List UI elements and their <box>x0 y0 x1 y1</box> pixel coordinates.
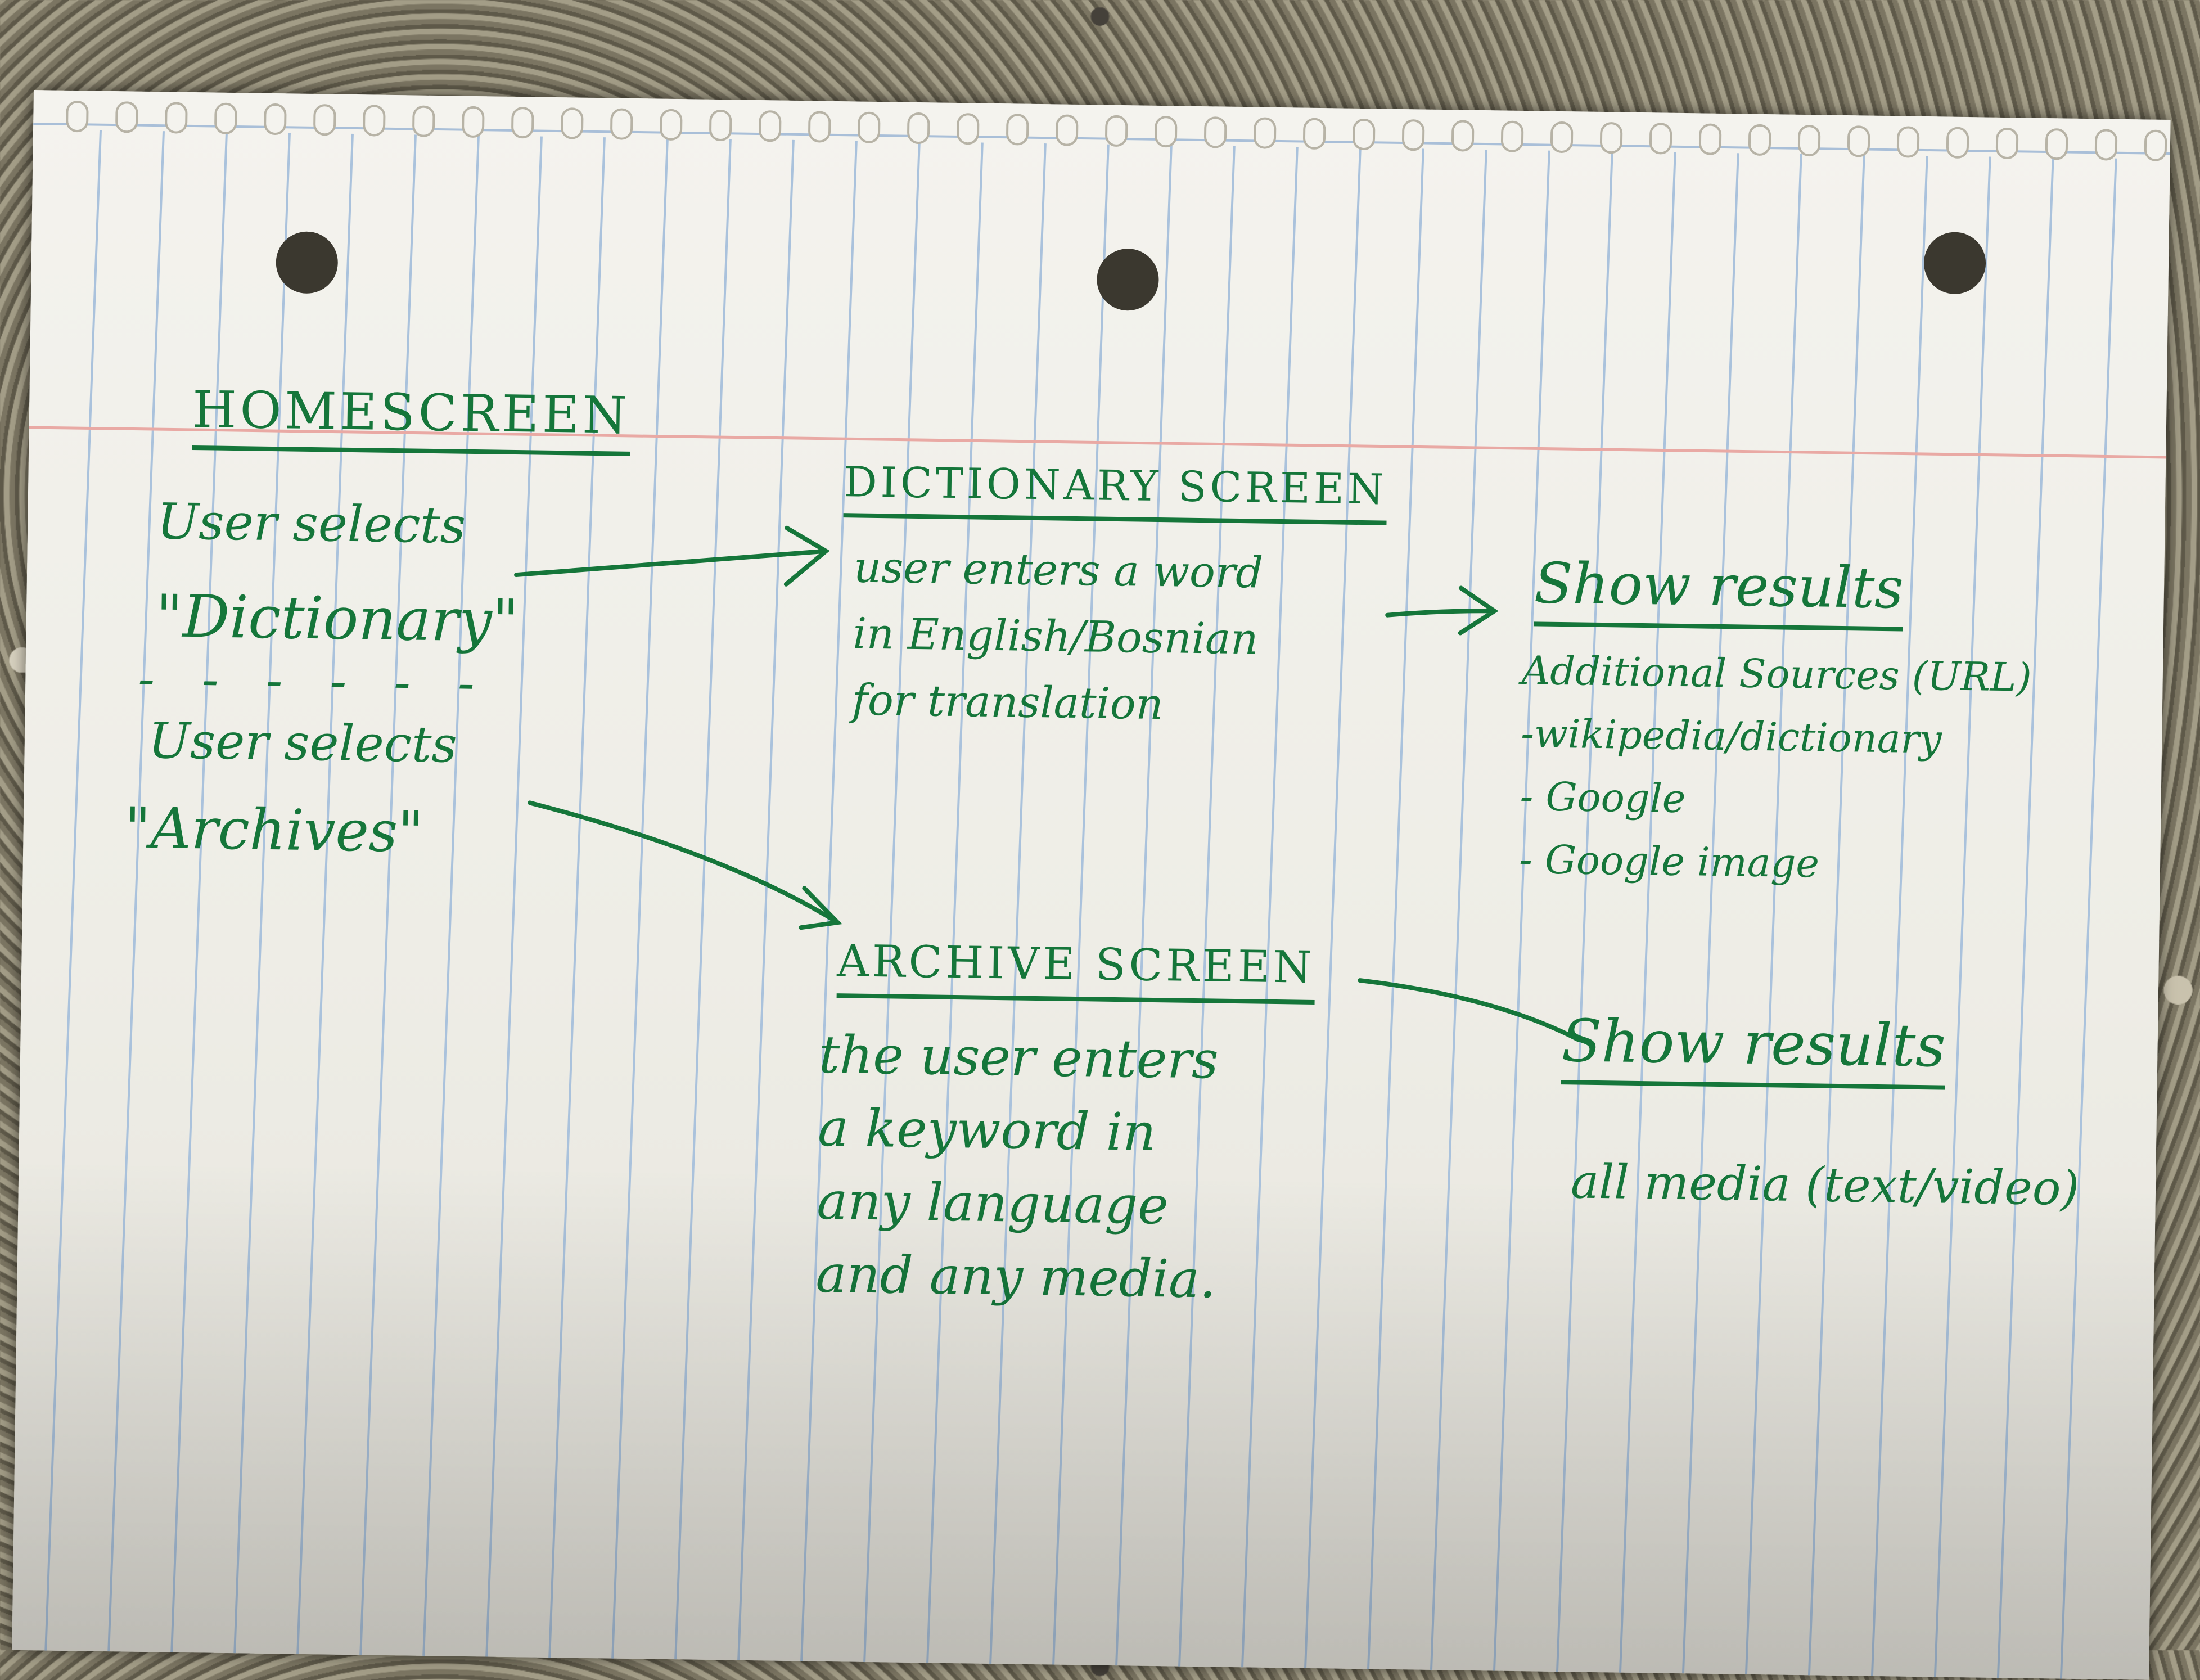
arrow-archive-to-results <box>1358 978 1581 1042</box>
flow-arrows <box>514 525 1581 1042</box>
dictionary-screen-title: DICTIONARY SCREEN <box>843 458 1387 525</box>
paper-rules <box>29 101 2170 1679</box>
archive-screen-text-line: and any media. <box>815 1244 1217 1310</box>
option-archives-line2: "Archives" <box>124 795 424 865</box>
option-dictionary-line1: User selects <box>156 492 466 555</box>
archive-results-title: Show results <box>1561 1006 1946 1090</box>
archive-screen-text-line: any language <box>816 1170 1169 1236</box>
dictionary-results-title: Show results <box>1533 550 1904 632</box>
option-separator: - - - - - - <box>137 649 491 713</box>
arrow-dictionary-to-results <box>1385 585 1499 636</box>
archive-screen-text-line: a keyword in <box>817 1097 1157 1163</box>
archive-results-item: all media (text/video) <box>1570 1154 2080 1216</box>
arrow-home-to-dictionary <box>514 525 830 587</box>
arrow-home-to-archive <box>528 800 842 930</box>
option-dictionary-line2: "Dictionary" <box>155 582 520 656</box>
notebook-paper: HOMESCREEN User selects "Dictionary" - -… <box>12 90 2171 1680</box>
archive-screen-title: ARCHIVE SCREEN <box>836 936 1315 1005</box>
dictionary-results-item: -wikipedia/dictionary <box>1520 710 1942 763</box>
dictionary-screen-text-line: user enters a word <box>853 542 1264 598</box>
dictionary-screen-text-line: in English/Bosnian <box>853 608 1259 664</box>
option-archives-line1: User selects <box>148 711 458 774</box>
dictionary-screen-text-line: for translation <box>851 674 1164 729</box>
archive-screen-text-line: the user enters <box>818 1024 1219 1091</box>
dictionary-results-item: - Google image <box>1518 836 1820 887</box>
dictionary-results-item: Additional Sources (URL) <box>1521 647 2032 701</box>
homescreen-title: HOMESCREEN <box>192 380 630 456</box>
dictionary-results-item: - Google <box>1520 773 1686 822</box>
